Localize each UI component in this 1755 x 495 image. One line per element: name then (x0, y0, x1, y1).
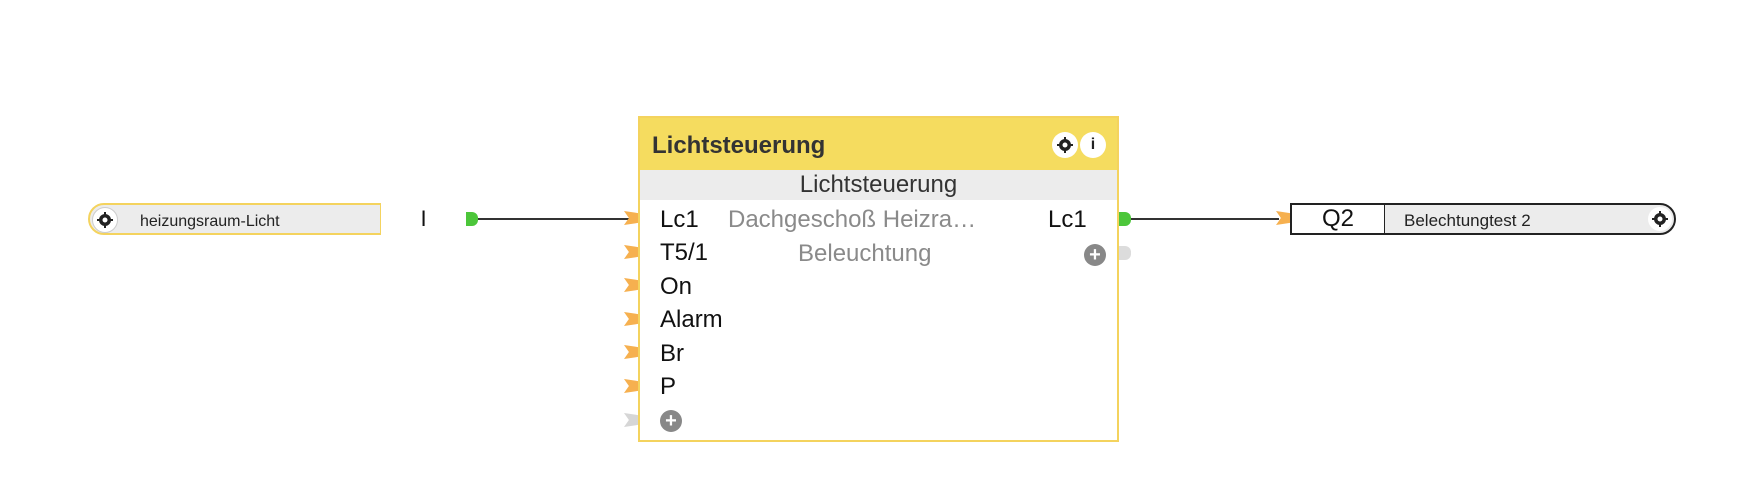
output-block[interactable]: Q2 Belechtungtest 2 (1290, 203, 1676, 235)
output-port-label: Lc1 (1048, 206, 1087, 233)
output-block-input-port[interactable] (1276, 211, 1290, 225)
input-port[interactable] (624, 245, 638, 259)
output-port[interactable] (1119, 212, 1131, 226)
input-port-label: Br (660, 340, 684, 367)
input-port-label: Alarm (660, 306, 723, 333)
input-block-output-port[interactable] (466, 212, 478, 226)
input-port[interactable] (624, 379, 638, 393)
connection-wire (478, 218, 630, 220)
input-port-label: On (660, 273, 693, 300)
block-description: Dachgeschoß Heizra… (728, 206, 977, 233)
input-block-value: I (380, 203, 466, 235)
input-port[interactable] (624, 312, 638, 326)
input-port-label: P (660, 373, 677, 400)
output-block-name: Belechtungtest 2 (1404, 211, 1531, 230)
block-title: Lichtsteuerung (652, 132, 826, 159)
gear-icon[interactable] (92, 207, 118, 233)
input-port-label: Lc1 (660, 206, 699, 233)
gear-icon[interactable] (1052, 132, 1078, 158)
connection-wire (1131, 218, 1279, 220)
empty-output-port[interactable] (1119, 246, 1131, 260)
block-category: Beleuchtung (798, 240, 932, 267)
block-subtitle: Lichtsteuerung (640, 170, 1117, 200)
output-block-value: Q2 (1292, 205, 1385, 233)
input-port[interactable] (624, 278, 638, 292)
gear-icon[interactable] (1648, 207, 1672, 231)
block-header: Lichtsteuerung i (640, 118, 1117, 170)
add-output-icon[interactable]: + (1084, 244, 1106, 266)
input-port-label: T5/1 (660, 239, 709, 266)
info-icon[interactable]: i (1080, 132, 1106, 158)
input-block[interactable]: heizungsraum-Licht I (88, 203, 466, 235)
function-block[interactable]: Lichtsteuerung i Lichtsteuerung Lc1 T5/1… (638, 116, 1119, 442)
input-port[interactable] (624, 345, 638, 359)
add-input-icon[interactable]: + (660, 410, 682, 432)
input-block-name: heizungsraum-Licht (140, 213, 280, 230)
input-port[interactable] (624, 211, 638, 225)
empty-input-port[interactable] (624, 413, 638, 427)
